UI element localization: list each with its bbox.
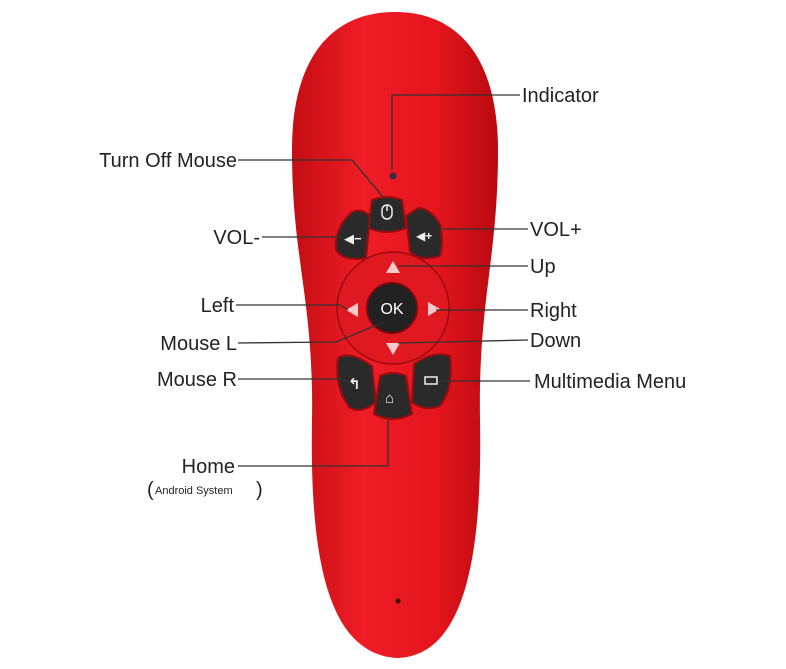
home-note-open-paren: (	[147, 479, 154, 501]
up-label: Up	[530, 256, 556, 278]
ok-button[interactable]	[366, 282, 418, 334]
vol-plus-icon: ◀+	[416, 229, 432, 243]
home-note-label: Android System	[155, 485, 233, 497]
mouse-l-line	[237, 321, 385, 344]
indicator-label: Indicator	[522, 85, 599, 107]
menu-icon	[424, 376, 438, 385]
mouse-r-back-button[interactable]	[336, 354, 378, 411]
mouse-toggle-button[interactable]	[366, 196, 408, 233]
home-line	[238, 420, 389, 467]
multimedia-menu-label: Multimedia Menu	[534, 371, 686, 393]
vol-plus-button[interactable]	[404, 206, 443, 260]
left-button[interactable]	[346, 303, 358, 317]
home-label: Home	[182, 456, 235, 478]
vol-minus-label: VOL-	[213, 227, 260, 249]
mouse-icon	[381, 204, 393, 220]
indicator-light	[389, 172, 397, 180]
mouse-r-label: Mouse R	[157, 369, 237, 391]
vol-minus-button[interactable]	[334, 209, 372, 260]
multimedia-menu-button[interactable]	[410, 353, 452, 410]
mouse-r-line	[238, 378, 353, 385]
left-label: Left	[201, 295, 235, 317]
microphone-hole	[395, 598, 401, 604]
vol-minus-icon: ◀−	[344, 231, 362, 246]
mouse-l-label: Mouse L	[160, 333, 237, 355]
indicator-line	[391, 94, 520, 170]
up-button[interactable]	[386, 261, 400, 273]
vol-plus-label: VOL+	[530, 219, 582, 241]
right-label: Right	[530, 300, 577, 322]
down-line	[397, 339, 529, 344]
home-note-close-paren: )	[256, 479, 263, 501]
home-button[interactable]	[372, 372, 414, 420]
turn-off-mouse-label: Turn Off Mouse	[99, 150, 237, 172]
down-button[interactable]	[386, 343, 400, 355]
back-icon: ↰	[348, 376, 361, 393]
turn-off-mouse-line	[238, 159, 384, 198]
home-icon: ⌂	[385, 390, 394, 407]
down-label: Down	[530, 330, 581, 352]
ok-label: OK	[380, 301, 403, 318]
right-button[interactable]	[428, 302, 440, 316]
left-line	[236, 304, 349, 311]
